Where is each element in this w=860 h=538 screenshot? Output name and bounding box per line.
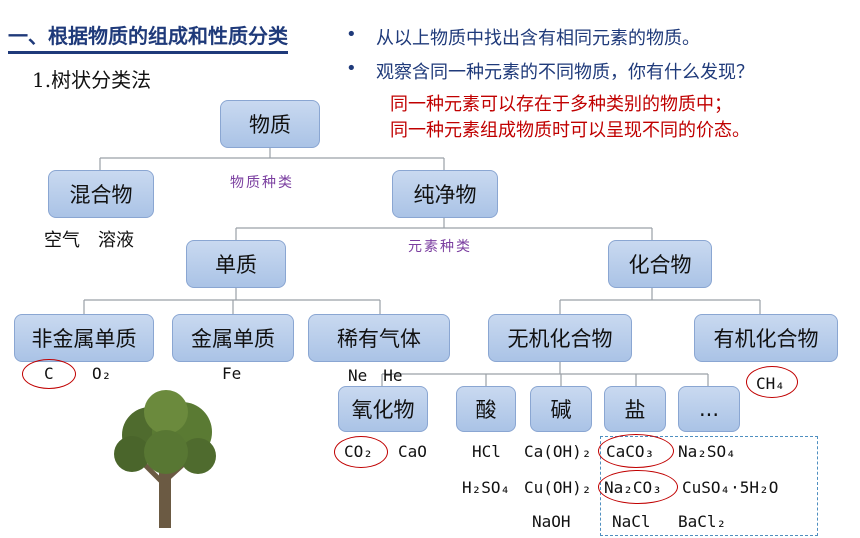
example-o2: O₂ [92,364,112,383]
node-salt: 盐 [604,386,666,432]
example-cuoh2: Cu(OH)₂ [524,478,592,497]
node-organic: 有机化合物 [694,314,838,362]
node-metal: 金属单质 [172,314,294,362]
highlight-circle [746,366,798,398]
node-compound: 化合物 [608,240,712,288]
highlight-circle [334,436,388,468]
node-more: ... [678,386,740,432]
highlight-circle [598,470,678,504]
subsection-title: 1.树状分类法 [32,68,152,92]
example-na2so4: Na₂SO₄ [678,442,736,461]
question-2: 观察含同一种元素的不同物质，你有什么发现？ [376,62,754,83]
node-matter: 物质 [220,100,320,148]
answer-2: 同一种元素组成物质时可以呈现不同的价态。 [390,120,750,141]
highlight-circle [598,434,674,468]
node-acid: 酸 [456,386,516,432]
section-title: 一、根据物质的组成和性质分类 [8,20,288,54]
node-mixture: 混合物 [48,170,154,218]
note-element-kind: 元素种类 [408,239,472,255]
example-fe: Fe [222,364,242,383]
node-pure-substance: 纯净物 [392,170,498,218]
node-element: 单质 [186,240,286,288]
bullet-icon: • [346,58,357,79]
node-inorganic: 无机化合物 [488,314,632,362]
question-1: 从以上物质中找出含有相同元素的物质。 [376,28,700,49]
example-hcl: HCl [472,442,501,461]
tree-illustration-icon [114,390,216,528]
highlight-circle [22,359,76,389]
node-noble-gas: 稀有气体 [308,314,450,362]
node-nonmetal: 非金属单质 [14,314,154,362]
node-base: 碱 [530,386,592,432]
example-h2so4: H₂SO₄ [462,478,511,497]
example-ne-he: Ne He [348,366,403,385]
example-caoh2: Ca(OH)₂ [524,442,592,461]
bullet-icon: • [346,24,357,45]
example-nacl: NaCl [612,512,651,531]
example-cuso4: CuSO₄·5H₂O [682,478,779,497]
note-matter-kind: 物质种类 [230,175,294,191]
node-oxide: 氧化物 [338,386,428,432]
answer-1: 同一种元素可以存在于多种类别的物质中； [390,94,732,115]
mixture-examples: 空气 溶液 [44,230,134,251]
example-bacl2: BaCl₂ [678,512,727,531]
example-naoh: NaOH [532,512,571,531]
example-cao: CaO [398,442,427,461]
